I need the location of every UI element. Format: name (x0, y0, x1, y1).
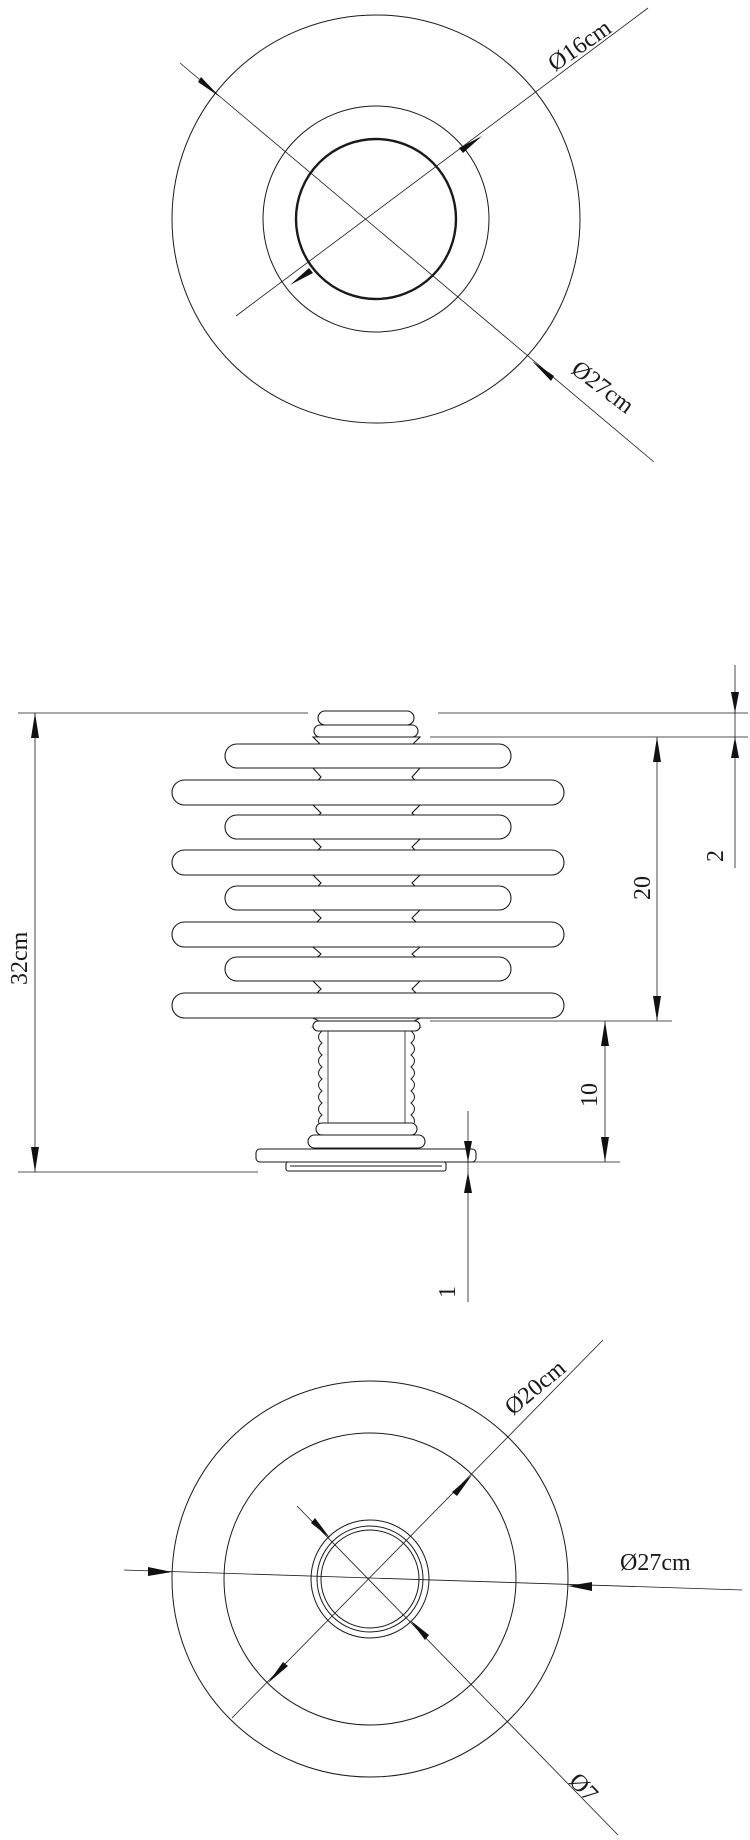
fin-7 (224, 956, 512, 982)
fin-8 (171, 992, 565, 1019)
stem-height-arrow-bottom (601, 1137, 609, 1162)
top-inner-arrow-upper (459, 136, 482, 153)
stem-top-ring (312, 1020, 421, 1032)
base (255, 1148, 477, 1172)
top-outer-dimension-line (179, 62, 655, 463)
bottom-hole-inner (320, 1529, 420, 1629)
top-gap-arrow-top (731, 692, 739, 713)
base-thickness-label: 1 (435, 1286, 461, 1298)
top-gap-label: 2 (703, 850, 729, 862)
stem-ring-2 (307, 1134, 426, 1149)
fin-6 (171, 921, 565, 948)
stem (307, 1020, 426, 1149)
top-inner-diameter-label: Ø16cm (544, 15, 617, 77)
bottom-middle-circle (223, 1432, 517, 1726)
bottom-outer-arrow-left (148, 1567, 172, 1576)
top-gap-arrow-bottom (731, 737, 739, 758)
bottom-middle-dimension-line (231, 1339, 604, 1719)
top-middle-circle (262, 105, 490, 333)
bottom-hole-arrow-upper (311, 1518, 330, 1538)
top-view: Ø16cm Ø27cm (171, 7, 655, 463)
bottom-view: Ø20cm Ø27cm Ø7 (123, 1339, 743, 1836)
bottom-middle-arrow-lower (268, 1662, 288, 1683)
top-inner-arrow-lower (290, 268, 313, 285)
bottom-hole-ring (316, 1525, 424, 1633)
total-height-arrow-top (31, 713, 39, 738)
fin-4 (171, 849, 565, 876)
top-outer-arrow-lower (532, 361, 554, 381)
base-thickness-arrow-top (464, 1141, 472, 1162)
fin-5 (224, 885, 512, 911)
stem-ribs-right (410, 1030, 415, 1140)
shade-fins (171, 736, 565, 1028)
fin-2 (171, 779, 565, 806)
bottom-hole-outer (310, 1519, 430, 1639)
base-plate (255, 1148, 477, 1163)
side-view: 32cm 20 2 10 1 (7, 665, 748, 1302)
bottom-outer-dimension-line (123, 1569, 743, 1591)
stem-ring-1 (315, 1122, 418, 1136)
stem-ribs-left (318, 1030, 323, 1140)
top-cap-ring-2 (313, 724, 419, 738)
bottom-hole-diameter-label: Ø7 (564, 1768, 603, 1807)
fin-3 (224, 814, 512, 840)
fin-1 (224, 743, 512, 769)
bottom-hole-dimension-line (296, 1505, 619, 1836)
shade-height-arrow-bottom (653, 996, 661, 1021)
top-cap-ring-1 (317, 710, 415, 726)
bottom-outer-diameter-label: Ø27cm (620, 1550, 691, 1576)
bottom-middle-diameter-label: Ø20cm (500, 1355, 571, 1421)
total-height-label: 32cm (7, 931, 33, 985)
bottom-outer-circle (171, 1380, 569, 1778)
top-outer-circle (171, 14, 581, 424)
total-height-arrow-bottom (31, 1147, 39, 1172)
bottom-hole-arrow-lower (410, 1620, 429, 1640)
top-inner-circle (294, 137, 458, 301)
base-thickness-arrow-bottom (464, 1172, 472, 1193)
top-outer-diameter-label: Ø27cm (566, 356, 638, 419)
shade-height-arrow-top (653, 737, 661, 762)
stem-height-arrow-top (601, 1021, 609, 1046)
top-outer-arrow-upper (198, 77, 220, 97)
bottom-middle-arrow-upper (452, 1475, 472, 1496)
shade-height-label: 20 (630, 876, 656, 900)
bottom-outer-arrow-right (568, 1582, 592, 1591)
top-inner-dimension-line (235, 7, 649, 317)
stem-height-label: 10 (577, 1083, 603, 1107)
